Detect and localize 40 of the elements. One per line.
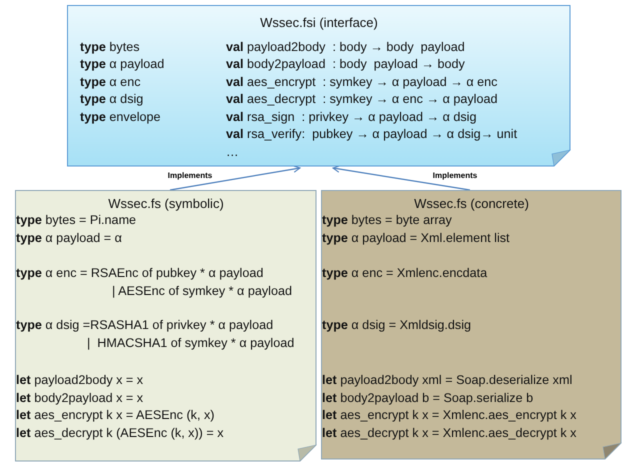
card-title: Wssec.fs (symbolic) — [107, 196, 225, 212]
code-line: type bytes — [80, 39, 140, 55]
code-line: type α enc — [80, 74, 140, 90]
note-card — [15, 190, 317, 462]
code-line: val aes_encrypt : symkey → α payload → α enc — [226, 74, 498, 90]
code-line: type α payload = Xml.element list — [322, 230, 510, 246]
code-line: let aes_decrypt k (AESEnc (k, x)) = x — [16, 425, 224, 441]
code-line: let aes_encrypt k x = AESEnc (k, x) — [16, 407, 214, 423]
code-line: let aes_decrypt k x = Xmlenc.aes_decrypt k x — [322, 425, 576, 441]
code-line: type α enc = Xmlenc.encdata — [322, 265, 488, 281]
edge-label: Implements — [166, 170, 214, 180]
card-title: Wssec.fs (concrete) — [413, 196, 530, 212]
code-line: let aes_encrypt k x = Xmlenc.aes_encrypt k x — [322, 407, 576, 423]
code-line: type α payload = α — [16, 230, 122, 246]
code-line: | AESEnc of symkey * α payload — [112, 283, 292, 299]
code-line: let payload2body xml = Soap.deserialize xml — [322, 372, 572, 388]
code-line: val aes_decrypt : symkey → α enc → α payload — [226, 91, 498, 107]
card-title: Wssec.fsi (interface) — [259, 15, 379, 31]
note-card — [321, 190, 622, 460]
code-line: type α enc = RSAEnc of pubkey * α payload — [16, 265, 264, 281]
code-line: type envelope — [80, 109, 161, 125]
code-line: type bytes = byte array — [322, 212, 452, 228]
code-line: val payload2body : body → body payload — [226, 39, 465, 55]
code-line: type α dsig = Xmldsig.dsig — [322, 317, 472, 333]
code-line: let payload2body x = x — [16, 372, 144, 388]
code-line: … — [226, 144, 239, 160]
code-line: type α dsig — [80, 91, 144, 107]
code-line: let body2payload x = x — [16, 390, 144, 406]
code-line: val rsa_verify: pubkey → α payload → α dsig→ unit — [226, 126, 518, 142]
code-line: val body2payload : body payload → body — [226, 56, 465, 72]
code-line: val rsa_sign : privkey → α payload → α dsig — [226, 109, 476, 125]
note-card — [67, 5, 571, 167]
arrow — [332, 165, 470, 191]
code-line: | HMACSHA1 of symkey * α payload — [87, 335, 294, 351]
code-line: type α dsig =RSASHA1 of privkey * α payload — [16, 317, 274, 333]
code-line: type α payload — [80, 56, 164, 72]
arrow — [170, 165, 301, 191]
code-line: let body2payload b = Soap.serialize b — [322, 390, 534, 406]
code-line: type bytes = Pi.name — [16, 212, 136, 228]
edge-label: Implements — [432, 170, 478, 180]
